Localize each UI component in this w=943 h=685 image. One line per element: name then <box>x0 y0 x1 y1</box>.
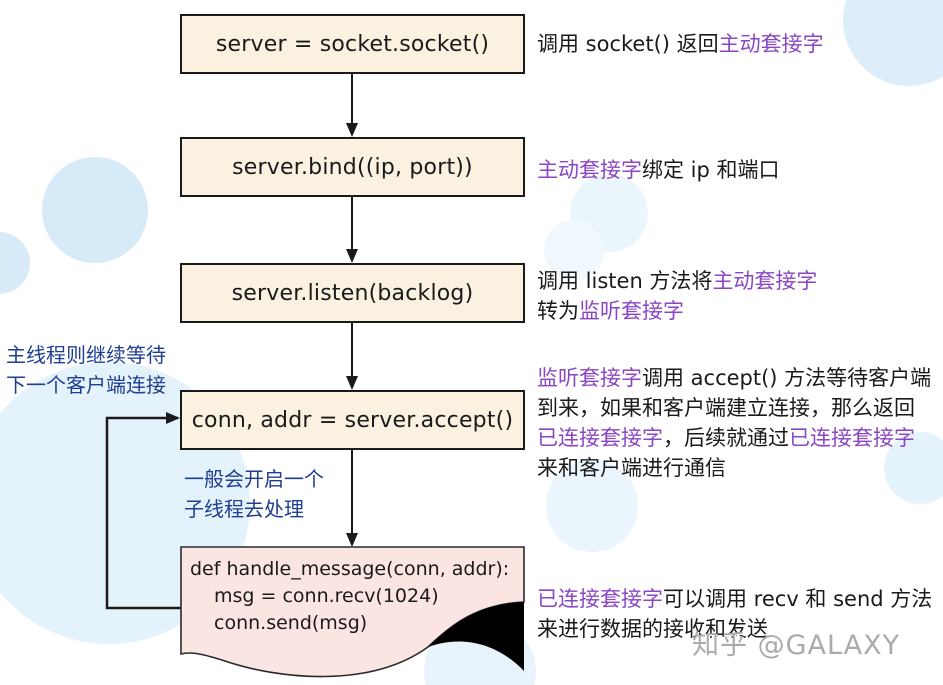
handler-code-line: def handle_message(conn, addr): <box>190 558 510 580</box>
note-line: 监听套接字调用 accept() 方法等待客户端 <box>537 363 931 393</box>
note-socket: 调用 socket() 返回主动套接字 <box>537 29 824 59</box>
note-line: 到来，如果和客户端建立连接，那么返回 <box>537 393 931 423</box>
flow-box-bind: server.bind((ip, port)) <box>180 137 525 197</box>
handler-code: def handle_message(conn, addr): msg = co… <box>190 556 509 637</box>
note-text: 可以调用 recv 和 send 方法 <box>663 587 933 611</box>
note-text: 调用 socket() 返回 <box>537 32 719 56</box>
note-line: 调用 listen 方法将主动套接字 <box>537 266 817 296</box>
note-text-highlight: 监听套接字 <box>579 299 684 323</box>
note-text: ，后续就通过 <box>663 426 789 450</box>
note-listen: 调用 listen 方法将主动套接字 转为监听套接字 <box>537 266 817 326</box>
flow-box-listen: server.listen(backlog) <box>180 263 525 323</box>
note-text: 转为 <box>537 299 579 323</box>
note-text: 来和客户端进行通信 <box>537 456 726 480</box>
note-text-highlight: 主动套接字 <box>712 269 818 293</box>
note-line: 下一个客户端连接 <box>6 373 166 397</box>
background-circle <box>544 220 604 280</box>
note-line: 已连接套接字可以调用 recv 和 send 方法 <box>537 584 932 614</box>
note-text-highlight: 已连接套接字 <box>537 587 663 611</box>
flow-box-accept: conn, addr = server.accept() <box>180 390 525 450</box>
note-line: 转为监听套接字 <box>537 296 817 326</box>
note-text-highlight: 已连接套接字 <box>537 426 663 450</box>
flow-box-label: server.bind((ip, port)) <box>232 154 473 180</box>
note-handler: 已连接套接字可以调用 recv 和 send 方法 来进行数据的接收和发送 <box>537 584 932 644</box>
note-accept: 监听套接字调用 accept() 方法等待客户端 到来，如果和客户端建立连接，那… <box>537 363 931 483</box>
note-line: 一般会开启一个 <box>184 467 324 491</box>
note-text-highlight: 主动套接字 <box>537 158 642 182</box>
note-text: 调用 accept() 方法等待客户端 <box>642 366 932 390</box>
flow-box-label: server = socket.socket() <box>215 31 490 57</box>
background-circle <box>843 0 943 86</box>
note-text: 绑定 ip 和端口 <box>642 158 780 182</box>
note-text: 调用 listen 方法将 <box>537 269 713 293</box>
note-line: 已连接套接字，后续就通过已连接套接字 <box>537 423 931 453</box>
handler-code-line: msg = conn.recv(1024) <box>214 585 439 607</box>
watermark: 知乎 @GALAXY <box>692 630 901 661</box>
note-bind: 主动套接字绑定 ip 和端口 <box>537 155 780 185</box>
note-line: 来进行数据的接收和发送 <box>537 614 932 644</box>
note-main-thread-wait: 主线程则继续等待 下一个客户端连接 <box>6 340 166 400</box>
background-circle <box>884 432 943 504</box>
note-text: 来进行数据的接收和发送 <box>537 617 768 641</box>
flow-box-label: server.listen(backlog) <box>231 280 474 306</box>
background-circle <box>42 157 148 263</box>
note-text: 到来，如果和客户端建立连接，那么返回 <box>537 396 915 420</box>
note-line: 子线程去处理 <box>184 497 304 521</box>
note-spawn-thread: 一般会开启一个 子线程去处理 <box>184 464 324 524</box>
note-text-highlight: 主动套接字 <box>718 32 824 56</box>
flow-box-label: conn, addr = server.accept() <box>191 407 514 433</box>
note-line: 主线程则继续等待 <box>6 343 166 367</box>
background-circle <box>546 460 638 552</box>
flow-box-socket: server = socket.socket() <box>180 14 525 74</box>
note-text-highlight: 监听套接字 <box>537 366 642 390</box>
background-circle <box>0 232 30 294</box>
note-text-highlight: 已连接套接字 <box>789 426 915 450</box>
note-line: 来和客户端进行通信 <box>537 453 931 483</box>
handler-code-line: conn.send(msg) <box>214 612 368 634</box>
